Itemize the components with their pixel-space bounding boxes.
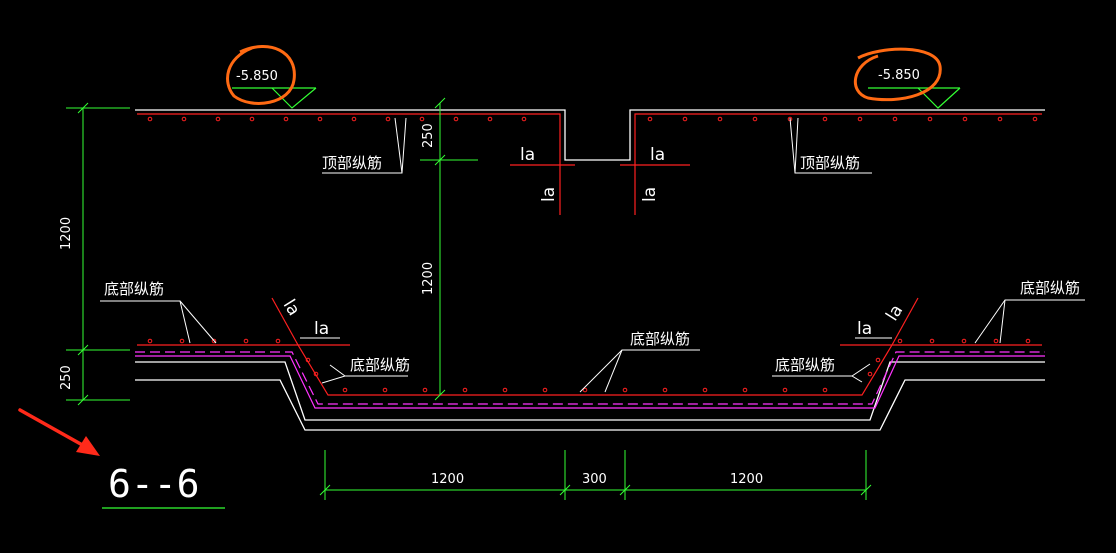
rebar-dot <box>521 116 527 122</box>
rebar-dot <box>382 387 388 393</box>
dim-width-mid: 300 <box>582 472 607 487</box>
label-bottom-rebar-right-1: 底部纵筋 <box>775 356 835 374</box>
anchor-label-top-right-v: la <box>640 187 660 202</box>
rebar-dot <box>147 338 153 344</box>
elevation-label-left: -5.850 <box>236 69 278 84</box>
rebar-dot <box>622 387 628 393</box>
rebar-dot <box>875 357 881 363</box>
rebar-dot <box>897 338 903 344</box>
waterproof-layer <box>135 351 1045 409</box>
rebar-dot <box>742 387 748 393</box>
rebar-dot <box>1032 116 1038 122</box>
elevation-marker-right <box>868 87 961 109</box>
rebar-dot <box>317 116 323 122</box>
label-top-rebar-left: 顶部纵筋 <box>322 154 382 172</box>
rebar-dot <box>822 116 828 122</box>
rebar-dot <box>305 357 311 363</box>
dim-height-total: 1200 <box>59 217 74 250</box>
rebar-dot <box>682 116 688 122</box>
rebar-dot <box>419 116 425 122</box>
rebar-dot <box>782 387 788 393</box>
anchor-label-bottom-right-slant: la <box>882 301 907 324</box>
elevation-label-right: -5.850 <box>878 68 920 83</box>
label-top-rebar-right: 顶部纵筋 <box>800 154 860 172</box>
rebar-dot <box>462 387 468 393</box>
anchor-label-bottom-left-h: la <box>314 319 329 339</box>
rebar-dot <box>997 116 1003 122</box>
rebar-dot <box>283 116 289 122</box>
section-title: 6--6 <box>108 462 200 506</box>
rebar-dot <box>993 338 999 344</box>
rebar-dot <box>342 387 348 393</box>
rebar-dot <box>961 338 967 344</box>
label-bottom-rebar-center: 底部纵筋 <box>630 330 690 348</box>
rebar-dot <box>892 116 898 122</box>
dim-height-slab: 250 <box>59 365 74 390</box>
rebar-dot <box>927 116 933 122</box>
rebar-dot <box>502 387 508 393</box>
rebar-dot <box>351 116 357 122</box>
rebar-dots <box>147 116 1038 393</box>
rebar-dot <box>453 116 459 122</box>
anchor-label-top-left-h: la <box>520 145 535 165</box>
rebar-dot <box>422 387 428 393</box>
rebar-dot <box>1025 338 1031 344</box>
rebar-dot <box>867 371 873 377</box>
dim-width-right: 1200 <box>730 472 763 487</box>
rebar-dot <box>147 116 153 122</box>
rebar-dot <box>702 387 708 393</box>
label-bottom-rebar-left-1: 底部纵筋 <box>104 280 164 298</box>
label-bottom-rebar-left-2: 底部纵筋 <box>350 356 410 374</box>
dim-width-left: 1200 <box>431 472 464 487</box>
rebar-dot <box>717 116 723 122</box>
leader-lines <box>100 117 1085 393</box>
dim-height-inner: 1200 <box>421 262 436 295</box>
rebar-dot <box>752 116 758 122</box>
anchor-label-top-right-h: la <box>650 145 665 165</box>
rebar-dot <box>962 116 968 122</box>
rebar-lines <box>137 113 1042 396</box>
anchor-label-top-left-v: la <box>539 187 559 202</box>
rebar-dot <box>215 116 221 122</box>
annotation-circles <box>226 45 942 105</box>
rebar-dot <box>929 338 935 344</box>
dim-height-top-step: 250 <box>421 123 436 148</box>
rebar-dot <box>275 338 281 344</box>
rebar-dot <box>243 338 249 344</box>
rebar-dot <box>662 387 668 393</box>
elevation-marker-left <box>232 87 317 109</box>
rebar-dot <box>582 387 588 393</box>
dimension-lines <box>66 97 872 500</box>
rebar-dot <box>857 116 863 122</box>
anchor-label-bottom-right-h: la <box>857 319 872 339</box>
rebar-dot <box>211 338 217 344</box>
rebar-dot <box>249 116 255 122</box>
rebar-dot <box>179 338 185 344</box>
rebar-dot <box>542 387 548 393</box>
rebar-dot <box>487 116 493 122</box>
arrow-icon <box>18 408 100 456</box>
rebar-dot <box>647 116 653 122</box>
concrete-outline <box>135 109 1045 431</box>
rebar-dot <box>181 116 187 122</box>
rebar-dot <box>385 116 391 122</box>
rebar-dot <box>822 387 828 393</box>
label-bottom-rebar-right-2: 底部纵筋 <box>1020 279 1080 297</box>
rebar-dot <box>313 371 319 377</box>
